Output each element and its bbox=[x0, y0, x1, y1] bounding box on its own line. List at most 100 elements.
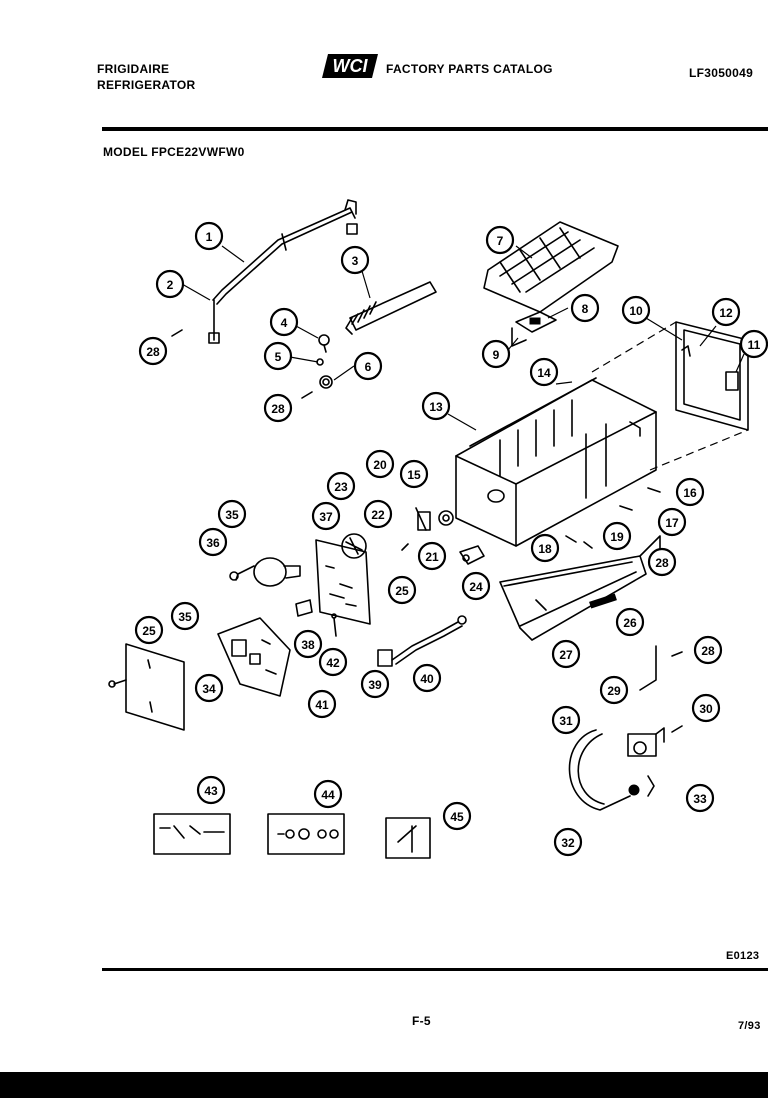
callout-number: 23 bbox=[334, 480, 348, 494]
callout-8: 8 bbox=[570, 293, 600, 323]
callout-number: 4 bbox=[281, 316, 288, 330]
callout-38: 38 bbox=[293, 629, 323, 659]
header-rule bbox=[102, 127, 768, 131]
callout-circle bbox=[134, 615, 164, 645]
catalog-number: LF3050049 bbox=[689, 66, 754, 80]
callout-circle bbox=[551, 639, 581, 669]
callout-circle bbox=[647, 547, 677, 577]
callout-34: 34 bbox=[194, 673, 224, 703]
product-name: REFRIGERATOR bbox=[97, 78, 196, 92]
auger-part bbox=[345, 281, 437, 335]
callout-28: 28 bbox=[693, 635, 723, 665]
callout-number: 14 bbox=[537, 366, 551, 380]
callout-40: 40 bbox=[412, 663, 442, 693]
callout-circle bbox=[170, 601, 200, 631]
fitting-parts bbox=[171, 329, 333, 399]
callout-number: 9 bbox=[493, 348, 500, 362]
callout-11: 11 bbox=[739, 329, 768, 359]
callout-number: 32 bbox=[561, 836, 575, 850]
callout-number: 13 bbox=[429, 400, 443, 414]
callout-circle bbox=[217, 499, 247, 529]
wci-logo: WCI bbox=[322, 52, 380, 80]
callout-circle bbox=[196, 775, 226, 805]
callout-2: 2 bbox=[155, 269, 185, 299]
callout-number: 2 bbox=[167, 278, 174, 292]
callout-28: 28 bbox=[263, 393, 293, 423]
callout-44: 44 bbox=[313, 779, 343, 809]
callout-number: 8 bbox=[582, 302, 589, 316]
parts-catalog-sheet: FRIGIDAIRE REFRIGERATOR WCI FACTORY PART… bbox=[0, 0, 768, 1072]
callout-circle bbox=[442, 801, 472, 831]
switch-part bbox=[459, 545, 485, 565]
revision-date: 7/93 bbox=[738, 1020, 761, 1032]
callout-circle bbox=[675, 477, 705, 507]
callout-circle bbox=[194, 673, 224, 703]
callout-6: 6 bbox=[353, 351, 383, 381]
callout-31: 31 bbox=[551, 705, 581, 735]
callout-circle bbox=[739, 329, 768, 359]
callout-number: 27 bbox=[559, 648, 573, 662]
callout-number: 6 bbox=[365, 360, 372, 374]
gear-part bbox=[341, 533, 367, 559]
callout-circle bbox=[691, 693, 721, 723]
callout-number: 42 bbox=[326, 656, 340, 670]
callout-number: 28 bbox=[271, 402, 285, 416]
callout-circle bbox=[481, 339, 511, 369]
callout-circle bbox=[421, 391, 451, 421]
callout-number: 36 bbox=[206, 536, 220, 550]
callout-circle bbox=[138, 336, 168, 366]
callout-number: 3 bbox=[352, 254, 359, 268]
callout-circle bbox=[621, 295, 651, 325]
callout-35: 35 bbox=[170, 601, 200, 631]
callout-circle bbox=[693, 635, 723, 665]
callout-number: 18 bbox=[538, 542, 552, 556]
callout-number: 21 bbox=[425, 550, 439, 564]
callout-number: 25 bbox=[142, 624, 156, 638]
callout-circle bbox=[570, 293, 600, 323]
callout-10: 10 bbox=[621, 295, 651, 325]
callout-43: 43 bbox=[196, 775, 226, 805]
callout-number: 34 bbox=[202, 682, 216, 696]
callout-circle bbox=[485, 225, 515, 255]
callout-26: 26 bbox=[615, 607, 645, 637]
callout-circle bbox=[657, 507, 687, 537]
callout-number: 5 bbox=[275, 350, 282, 364]
callout-number: 29 bbox=[607, 684, 621, 698]
harness-pieces-part bbox=[295, 599, 337, 637]
access-cover-part bbox=[108, 643, 185, 731]
callout-number: 10 bbox=[629, 304, 643, 318]
callout-4: 4 bbox=[269, 307, 299, 337]
callout-circle bbox=[198, 527, 228, 557]
callout-number: 28 bbox=[701, 644, 715, 658]
callout-circle bbox=[711, 297, 741, 327]
callout-circle bbox=[269, 307, 299, 337]
callout-33: 33 bbox=[685, 783, 715, 813]
callout-17: 17 bbox=[657, 507, 687, 537]
callout-42: 42 bbox=[318, 647, 348, 677]
callout-number: 41 bbox=[315, 698, 329, 712]
callout-number: 26 bbox=[623, 616, 637, 630]
leader-lines bbox=[181, 245, 745, 431]
callout-22: 22 bbox=[363, 499, 393, 529]
callout-number: 24 bbox=[469, 580, 483, 594]
callout-circle bbox=[387, 575, 417, 605]
callout-circle bbox=[360, 669, 390, 699]
callout-39: 39 bbox=[360, 669, 390, 699]
callout-14: 14 bbox=[529, 357, 559, 387]
callout-28: 28 bbox=[647, 547, 677, 577]
callout-number: 30 bbox=[699, 702, 713, 716]
callout-layer: 1234567891011121314151617181920212223242… bbox=[134, 221, 768, 857]
ice-bin-housing-part bbox=[455, 377, 657, 547]
callout-7: 7 bbox=[485, 225, 515, 255]
callout-25: 25 bbox=[387, 575, 417, 605]
callout-35: 35 bbox=[217, 499, 247, 529]
callout-18: 18 bbox=[530, 533, 560, 563]
callout-number: 44 bbox=[321, 788, 335, 802]
callout-number: 19 bbox=[610, 530, 624, 544]
water-valve-part bbox=[568, 645, 683, 811]
callout-circle bbox=[551, 705, 581, 735]
callout-23: 23 bbox=[326, 471, 356, 501]
callout-circle bbox=[194, 221, 224, 251]
callout-circle bbox=[313, 779, 343, 809]
ice-tray-part bbox=[483, 221, 619, 313]
